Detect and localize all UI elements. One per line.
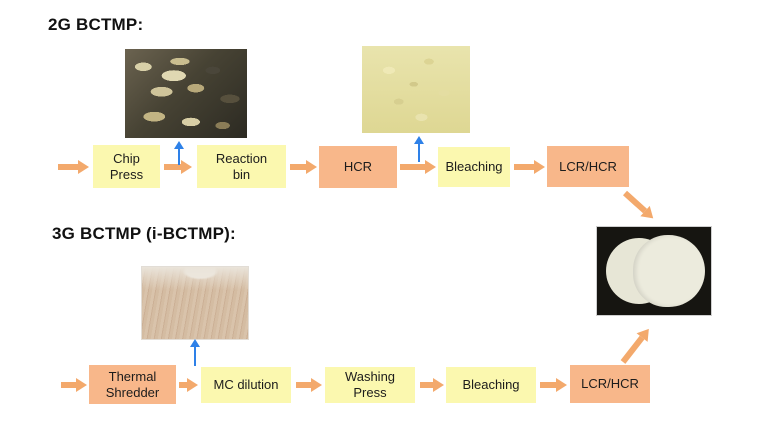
step-bleaching-3g: Bleaching <box>446 367 536 403</box>
wood-chips-photo <box>125 49 247 138</box>
step-bleaching-2g: Bleaching <box>438 147 510 187</box>
flow-arrow <box>420 378 444 392</box>
step-chip-press: Chip Press <box>93 145 160 188</box>
sample-pointer-arrow <box>413 136 425 162</box>
step-washing-press: Washing Press <box>325 367 415 403</box>
flow-arrow <box>400 160 436 174</box>
flow-arrow <box>540 378 567 392</box>
pulp-handsheet-right <box>633 235 705 307</box>
step-thermal-shredder: Thermal Shredder <box>89 365 176 404</box>
shredded-fibers-photo <box>141 266 249 340</box>
flow-arrow-to-product <box>617 324 655 367</box>
flow-3g-title: 3G BCTMP (i-BCTMP): <box>52 224 236 243</box>
sample-pointer-arrow <box>189 339 201 366</box>
step-lcr-hcr-2g: LCR/HCR <box>547 146 629 187</box>
flow-arrow <box>290 160 317 174</box>
flow-arrow <box>514 160 545 174</box>
step-reaction-bin: Reaction bin <box>197 145 286 188</box>
flow-arrow <box>58 160 89 174</box>
step-hcr: HCR <box>319 146 397 188</box>
pulp-handsheets-photo <box>596 226 712 316</box>
flow-arrow <box>61 378 87 392</box>
bleached-pulp-photo <box>362 46 470 133</box>
sample-pointer-arrow <box>173 141 185 165</box>
step-mc-dilution: MC dilution <box>201 367 291 403</box>
step-lcr-hcr-3g: LCR/HCR <box>570 365 650 403</box>
flow-2g-title: 2G BCTMP: <box>48 15 144 34</box>
flow-arrow <box>296 378 322 392</box>
flow-arrow-to-product <box>620 188 658 224</box>
flow-arrow <box>164 160 192 174</box>
flow-arrow <box>179 378 198 392</box>
